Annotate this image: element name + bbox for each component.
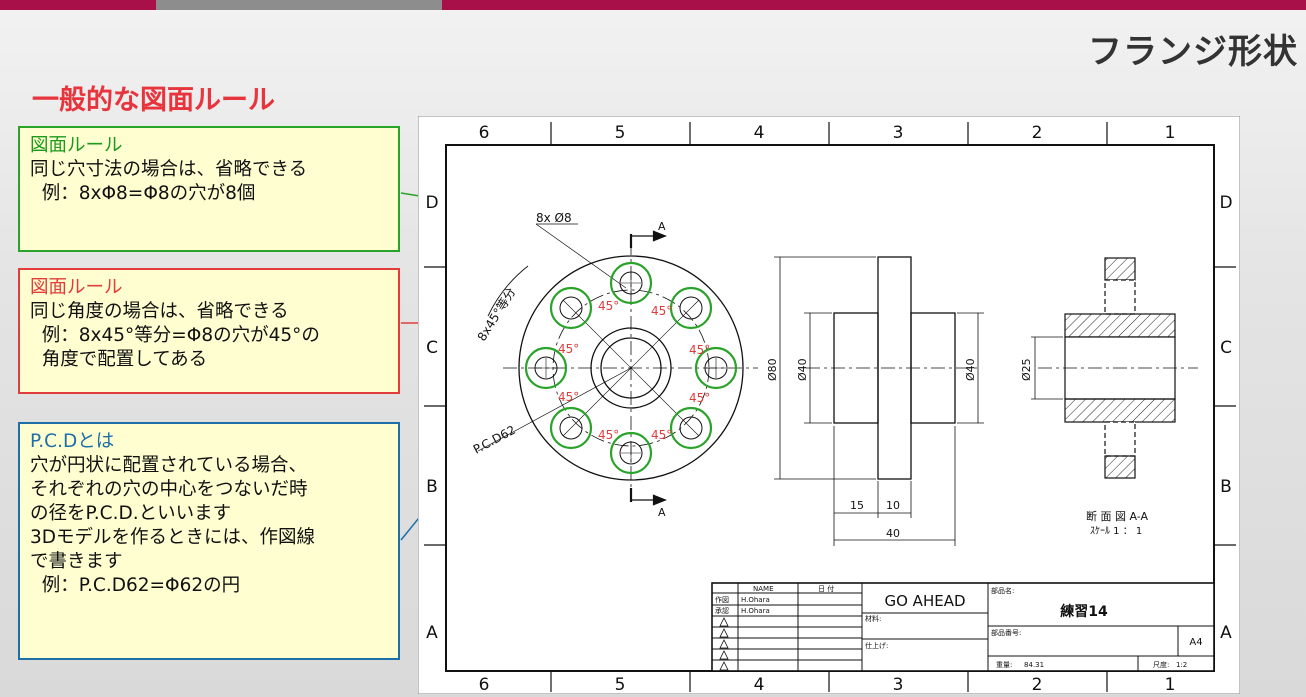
col-label: 4 (754, 123, 765, 143)
note-line: 3Dモデルを作るときには、作図線 (30, 527, 316, 548)
engineering-drawing: 6 5 4 3 2 1 6 5 4 3 2 1 D C B A D C B A (418, 116, 1240, 694)
dim-d25: Ø25 (1020, 358, 1033, 381)
tb-sheet-size: A4 (1189, 637, 1202, 648)
tb-weight: 84.31 (1024, 661, 1044, 669)
note-line: 例：P.C.D62=Φ62の円 (30, 575, 241, 596)
angle-labels: 45° 45° 45° 45° 45° 45° 45° 45° (558, 299, 710, 442)
col-label: 2 (1032, 123, 1043, 143)
note-angle-rule: 図面ルール 同じ角度の場合は、省略できる 例：8x45°等分=Φ8の穴が45°の… (18, 268, 400, 394)
tb-company: GO AHEAD (884, 592, 965, 610)
col-label: 5 (615, 675, 626, 694)
row-label: D (1219, 193, 1232, 213)
tb-row-approve: 承認 (715, 606, 729, 615)
row-label: D (425, 193, 438, 213)
tb-finish-label: 仕上げ: (865, 641, 888, 650)
section-view (1031, 257, 1198, 479)
tb-approver-name: H.Ohara (741, 607, 770, 615)
note-line: 同じ角度の場合は、省略できる (30, 301, 289, 322)
bolt-hole (524, 346, 568, 390)
note-heading: P.C.Dとは (30, 431, 115, 452)
note-pcd: P.C.Dとは 穴が円状に配置されている場合、 それぞれの穴の中心をつないだ時 … (18, 422, 400, 660)
dim-15: 15 (850, 499, 864, 512)
angle-label: 45° (689, 391, 710, 405)
hole-callout: 8x Ø8 (536, 211, 572, 225)
row-label: B (1220, 477, 1232, 497)
bolt-hole (694, 346, 738, 390)
section-view-title: 断 面 図 A-A (1086, 509, 1149, 523)
note-line: それぞれの穴の中心をつないだ時 (30, 479, 308, 500)
tb-weight-label: 重量: (996, 661, 1012, 669)
col-label: 6 (479, 675, 490, 694)
row-label: C (426, 338, 438, 358)
bolt-hole (669, 286, 713, 330)
tb-part-name-label: 部品名: (991, 586, 1014, 595)
col-label: 1 (1165, 675, 1176, 694)
dim-d40: Ø40 (964, 358, 977, 381)
title-block (711, 582, 1215, 672)
col-label: 3 (893, 123, 904, 143)
tb-row-draw: 作図 (715, 595, 729, 604)
bolt-hole (549, 406, 593, 450)
section-view-scale: ｽｹｰﾙ 1 ： 1 (1090, 525, 1142, 537)
note-line: の径をP.C.D.といいます (30, 503, 232, 524)
angle-label: 45° (651, 304, 672, 318)
bolt-hole (549, 286, 593, 330)
section-label: A (658, 220, 666, 233)
bolt-hole (609, 261, 653, 305)
side-view-dims: Ø80 Ø40 Ø40 15 10 40 (766, 358, 977, 540)
note-line: で書きます (30, 551, 123, 572)
angle-label: 45° (598, 299, 619, 313)
row-label: C (1220, 338, 1232, 358)
angle-label: 45° (598, 428, 619, 442)
section-marker-top (629, 230, 667, 248)
side-view (774, 256, 984, 546)
col-label: 4 (754, 675, 765, 694)
angle-label: 45° (558, 342, 579, 356)
col-label: 2 (1032, 675, 1043, 694)
row-label: B (426, 477, 438, 497)
bolt-holes (524, 261, 738, 475)
note-line: 穴が円状に配置されている場合、 (30, 455, 307, 476)
tb-part-name: 練習14 (1060, 603, 1108, 620)
note-heading: 図面ルール (30, 277, 123, 298)
note-heading: 図面ルール (30, 135, 123, 156)
note-hole-rule: 図面ルール 同じ穴寸法の場合は、省略できる 例：8xΦ8=Φ8の穴が8個 (18, 126, 400, 252)
top-bar-segment (156, 0, 442, 10)
note-line: 例：8xΦ8=Φ8の穴が8個 (30, 183, 256, 204)
note-line: 角度で配置してある (30, 349, 208, 370)
angle-label: 45° (558, 390, 579, 404)
tb-date-header: 日 付 (818, 584, 834, 593)
section-label: A (658, 506, 666, 519)
col-label: 1 (1165, 123, 1176, 143)
section-title: 一般的な図面ルール (32, 85, 275, 116)
row-label: A (1220, 623, 1232, 643)
angle-label: 45° (651, 428, 672, 442)
col-label: 5 (615, 123, 626, 143)
dim-d80: Ø80 (766, 358, 779, 381)
bolt-hole (669, 406, 713, 450)
angle-label: 45° (689, 343, 710, 357)
col-label: 3 (893, 675, 904, 694)
page-title: フランジ形状 (1088, 32, 1298, 72)
section-marker-bottom (629, 488, 667, 506)
dim-40: 40 (886, 527, 900, 540)
col-label: 6 (479, 123, 490, 143)
zone-ticks (424, 122, 1236, 692)
note-line: 例：8x45°等分=Φ8の穴が45°の (30, 325, 320, 346)
dim-d40: Ø40 (796, 358, 809, 381)
bolt-hole (609, 431, 653, 475)
dim-10: 10 (886, 499, 900, 512)
tb-scale-label: 尺度: (1153, 660, 1169, 669)
tb-name-header: NAME (753, 585, 774, 593)
tb-material-label: 材料: (865, 614, 881, 623)
tb-part-no-label: 部品番号: (991, 628, 1021, 637)
tb-scale: 1:2 (1176, 661, 1187, 669)
angle-dimension (487, 265, 529, 317)
row-label: A (426, 623, 438, 643)
note-line: 同じ穴寸法の場合は、省略できる (30, 159, 308, 180)
revision-triangles (719, 617, 729, 671)
tb-drawer-name: H.Ohara (741, 596, 770, 604)
top-accent-bar (0, 0, 1306, 10)
